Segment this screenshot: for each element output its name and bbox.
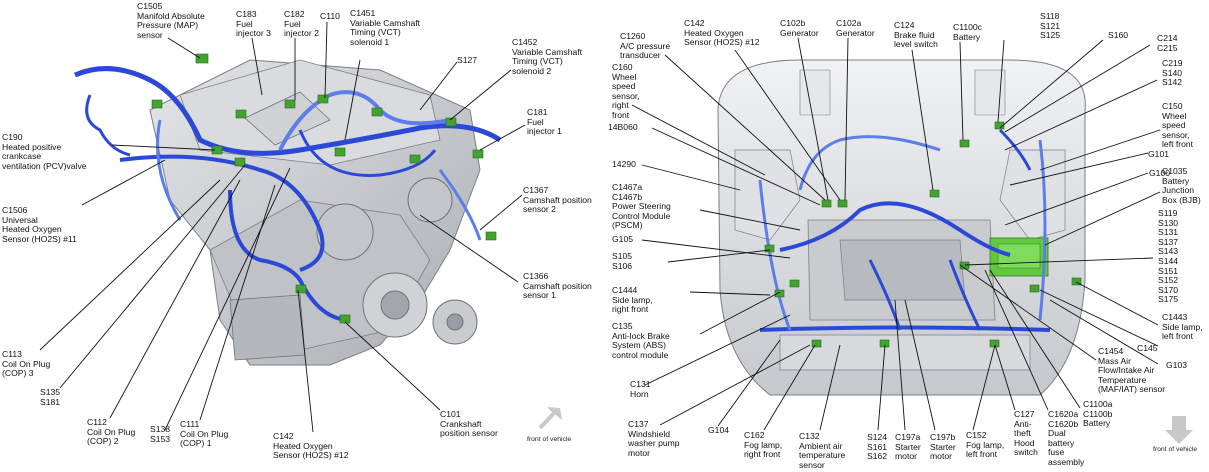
label-c150: C150 Wheel speed sensor, left front xyxy=(1162,101,1194,150)
label-c142-right: C142 Heated Oxygen Sensor (HO2S) #12 xyxy=(684,18,760,48)
label-c214: C214 C215 xyxy=(1157,33,1178,53)
engine-connectors xyxy=(151,53,497,324)
label-c110: C110 xyxy=(320,11,340,21)
label-c1367: C1367 Camshaft position sensor 2 xyxy=(523,185,592,215)
label-c1620: C1620a C1620b Dual battery fuse assembly xyxy=(1048,409,1085,467)
engine-harness xyxy=(74,66,502,322)
label-c142-left: C142 Heated Oxygen Sensor (HO2S) #12 xyxy=(273,431,349,461)
label-c1505: C1505 Manifold Absolute Pressure (MAP) s… xyxy=(137,1,205,40)
engine-bay-illustration xyxy=(717,59,1086,396)
label-c127: C127 Anti- theft Hood switch xyxy=(1014,409,1038,458)
label-c1444: C1444 Side lamp, right front xyxy=(612,285,653,315)
label-c124: C124 Brake fluid level switch xyxy=(894,20,938,50)
label-c1443: C1443 Side lamp, left front xyxy=(1162,312,1203,342)
front-arrow-right xyxy=(1165,416,1193,444)
label-c190: C190 Heated positive crankcase ventilati… xyxy=(2,132,87,171)
label-14290: 14290 xyxy=(612,159,636,169)
label-c182: C182 Fuel injector 2 xyxy=(284,9,319,39)
label-s119: S119 S130 S131 S137 S143 S144 S151 S152 … xyxy=(1158,208,1179,305)
label-c145: C145 xyxy=(1137,343,1158,353)
label-s160: S160 xyxy=(1108,30,1129,40)
label-c1100c: C1100c Battery xyxy=(953,22,982,42)
label-c183: C183 Fuel injector 3 xyxy=(236,9,271,39)
label-c1100a: C1100a C1100b Battery xyxy=(1083,399,1113,429)
label-c1451: C1451 Variable Camshaft Timing (VCT) sol… xyxy=(350,8,421,47)
label-c102b: C102b Generator xyxy=(780,18,819,38)
leader-lines-right xyxy=(631,37,1161,431)
label-c137: C137 Windshield washer pump motor xyxy=(628,419,680,458)
label-c162: C162 Fog lamp, right front xyxy=(744,430,783,460)
label-g105: G105 xyxy=(612,234,634,244)
front-arrow-left xyxy=(538,407,562,430)
label-c1467: C1467a C1467b Power Steering Control Mod… xyxy=(612,182,671,231)
front-of-vehicle-left: front of vehicle xyxy=(527,436,572,443)
label-s127: S127 xyxy=(457,55,478,65)
label-c181: C181 Fuel injector 1 xyxy=(527,107,562,137)
label-c112: C112 Coil On Plug (COP) 2 xyxy=(87,417,136,447)
label-c152: C152 Fog lamp, left front xyxy=(966,430,1005,460)
label-c1454: C1454 Mass Air Flow/Intake Air Temperatu… xyxy=(1098,346,1166,395)
label-s124: S124 S161 S162 xyxy=(867,432,888,462)
label-g101: G101 xyxy=(1148,149,1170,159)
label-g104: G104 xyxy=(708,425,730,435)
label-g103: G103 xyxy=(1166,360,1188,370)
label-s138: S138 S153 xyxy=(150,424,171,444)
label-c135: C135 Anti-lock Brake System (ABS) contro… xyxy=(612,321,670,360)
label-c160: C160 Wheel speed sensor, right front xyxy=(612,62,640,120)
label-c1035: C1035 Battery Junction Box (BJB) xyxy=(1162,166,1201,205)
label-c132: C132 Ambient air temperature sensor xyxy=(799,431,846,470)
label-s118: S118 S121 S125 xyxy=(1040,11,1061,41)
label-c1260: C1260 A/C pressure transducer xyxy=(620,31,671,61)
label-c131: C131 Horn xyxy=(630,379,651,399)
label-c1506: C1506 Universal Heated Oxygen Sensor (HO… xyxy=(2,205,77,244)
label-c197b: C197b Starter motor xyxy=(930,432,956,462)
label-s135: S135 S181 xyxy=(40,387,61,407)
label-g100: G100 xyxy=(1149,168,1171,178)
label-c102a: C102a Generator xyxy=(836,18,875,38)
leader-lines-left xyxy=(39,21,526,433)
label-c1366: C1366 Camshaft position sensor 1 xyxy=(523,271,592,301)
front-of-vehicle-right: front of vehicle xyxy=(1153,446,1198,453)
label-14b060: 14B060 xyxy=(608,122,638,132)
label-c111: C111 Coil On Plug (COP) 1 xyxy=(180,419,229,449)
label-c101: C101 Crankshaft position sensor xyxy=(440,409,498,439)
label-c113: C113 Coil On Plug (COP) 3 xyxy=(2,349,51,379)
label-s105: S105 S106 xyxy=(612,251,633,271)
label-c197a: C197a Starter motor xyxy=(895,432,921,462)
label-c1452: C1452 Variable Camshaft Timing (VCT) sol… xyxy=(512,37,583,76)
label-c219: C219 S140 S142 xyxy=(1162,58,1183,88)
